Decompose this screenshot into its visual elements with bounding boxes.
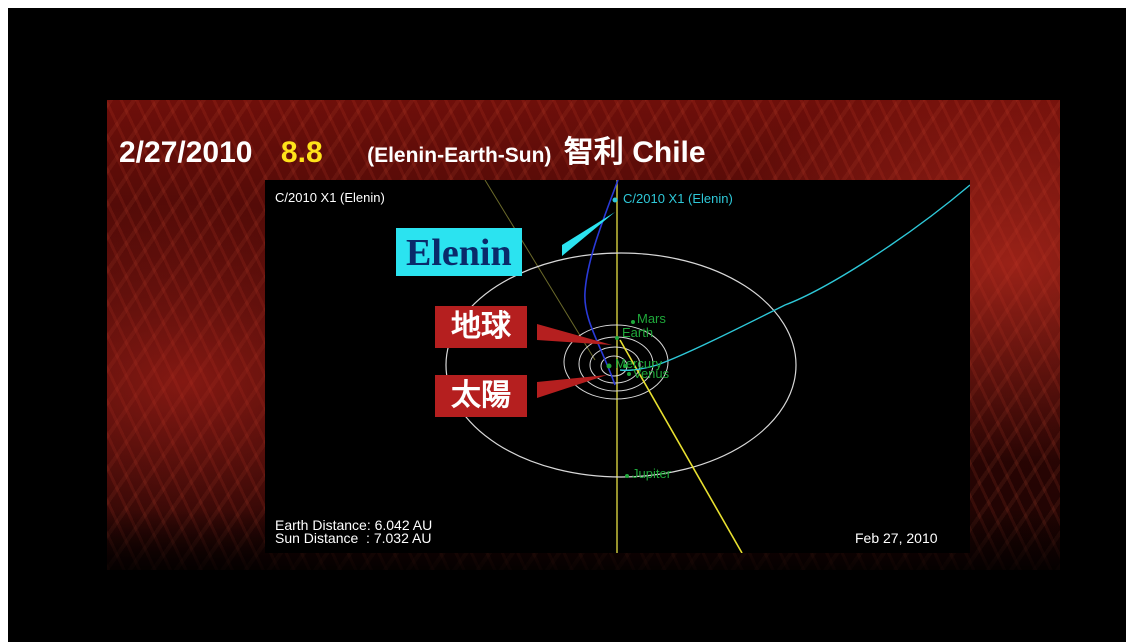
comet-track-blue bbox=[584, 180, 619, 386]
mercury-marker bbox=[623, 364, 627, 368]
panel-title: C/2010 X1 (Elenin) bbox=[275, 190, 385, 205]
earth-distance: Earth Distance: 6.042 AU bbox=[275, 517, 433, 533]
jupiter-orbit bbox=[445, 252, 797, 478]
mars-marker bbox=[631, 320, 635, 324]
slide-background: 2/27/2010 8.8 (Elenin-Earth-Sun) 智利 Chil… bbox=[107, 100, 1060, 570]
comet-orbit bbox=[619, 184, 970, 372]
orbit-diagram-panel: C/2010 X1 (Elenin) C/2010 X1 (Elenin) Ma… bbox=[265, 180, 970, 553]
earth-callout: 地球 bbox=[435, 306, 527, 348]
slide-headline: 2/27/2010 8.8 (Elenin-Earth-Sun) 智利 Chil… bbox=[119, 127, 706, 171]
video-frame: 2/27/2010 8.8 (Elenin-Earth-Sun) 智利 Chil… bbox=[8, 8, 1126, 642]
elenin-callout: Elenin bbox=[396, 228, 522, 276]
jupiter-label: Jupiter bbox=[632, 466, 672, 481]
sun-distance: Sun Distance : 7.032 AU bbox=[275, 530, 432, 546]
venus-marker bbox=[627, 372, 631, 376]
earth-marker bbox=[615, 336, 619, 340]
panel-date: Feb 27, 2010 bbox=[855, 530, 938, 546]
sun-marker bbox=[606, 363, 612, 369]
event-location: 智利 Chile bbox=[563, 136, 706, 169]
alignment-subject: (Elenin-Earth-Sun) bbox=[367, 144, 552, 167]
jupiter-marker bbox=[625, 474, 629, 478]
event-date: 2/27/2010 bbox=[119, 136, 253, 169]
mercury-label: Mercury bbox=[615, 356, 662, 371]
mars-label: Mars bbox=[637, 311, 666, 326]
mars-orbit bbox=[563, 324, 669, 400]
comet-label: C/2010 X1 (Elenin) bbox=[623, 191, 733, 206]
earthquake-magnitude: 8.8 bbox=[280, 136, 323, 169]
comet-marker bbox=[612, 197, 618, 203]
sun-callout: 太陽 bbox=[435, 375, 527, 417]
venus-label: Venus bbox=[633, 366, 670, 381]
earth-sun-line bbox=[619, 339, 743, 553]
earth-label: Earth bbox=[622, 325, 654, 340]
